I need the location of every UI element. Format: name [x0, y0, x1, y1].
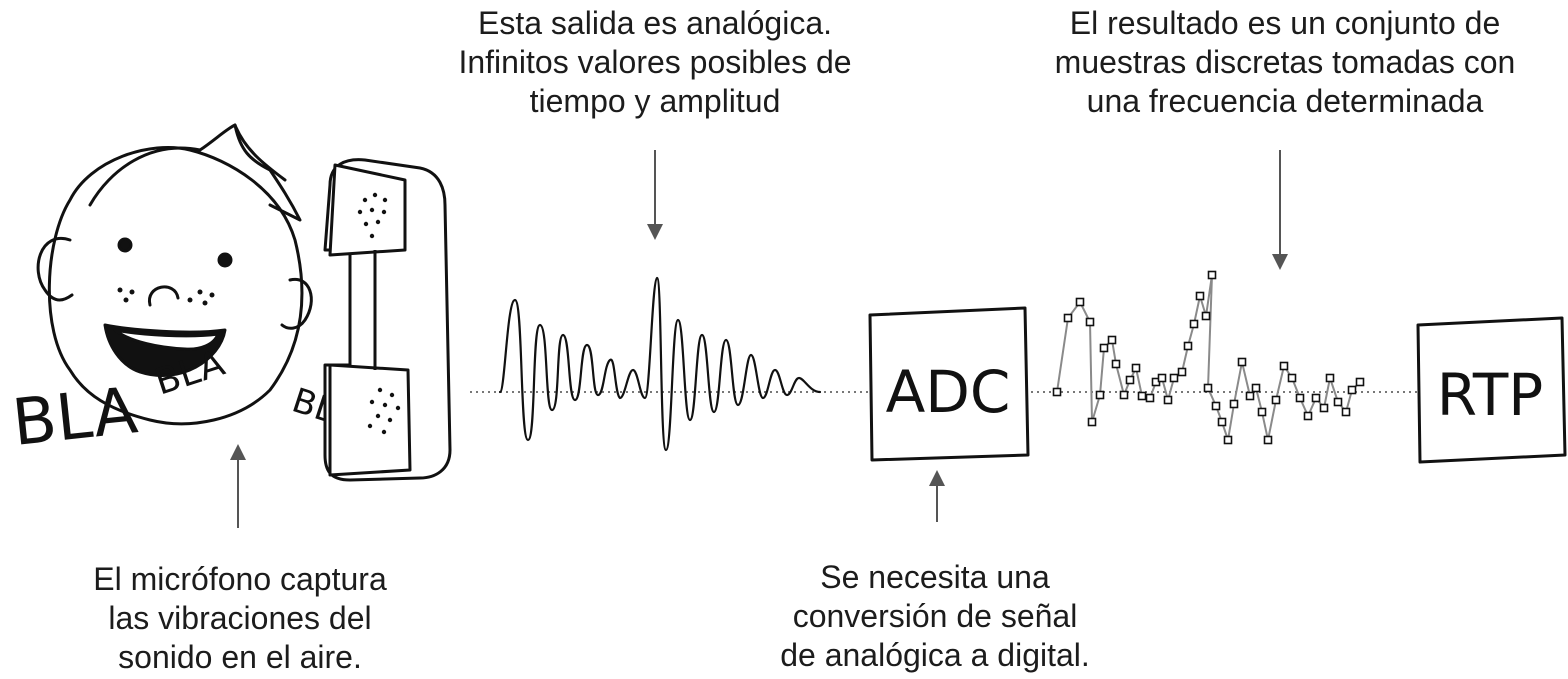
sample-point	[1295, 393, 1305, 403]
sample-point	[1131, 363, 1141, 373]
caption-line: una frecuencia determinada	[1086, 83, 1484, 119]
sample-point	[1257, 407, 1267, 417]
sample-point	[1085, 317, 1095, 327]
sample-point	[1319, 403, 1329, 413]
caption-microphone: El micrófono captura las vibraciones del…	[50, 560, 430, 677]
sample-connector-line	[1056, 274, 1361, 441]
caption-line: muestras discretas tomadas con	[1054, 44, 1516, 80]
sample-point	[1355, 377, 1365, 387]
bla-bla-doodle: BLA BLA BLA	[9, 343, 363, 461]
sample-point	[1229, 399, 1239, 409]
analog-waveform	[498, 276, 822, 452]
sample-point	[1189, 319, 1199, 329]
sample-point	[1075, 297, 1085, 307]
caption-analog-output: Esta salida es analógica. Infinitos valo…	[420, 4, 890, 121]
caption-line: las vibraciones del	[108, 600, 372, 636]
rtp-box: RTP	[1416, 316, 1567, 464]
sample-point	[1211, 401, 1221, 411]
caption-line: Infinitos valores posibles de	[458, 44, 852, 80]
sample-point	[1347, 385, 1357, 395]
sample-point	[1245, 391, 1255, 401]
sample-point	[1325, 373, 1335, 383]
sample-point	[1052, 387, 1062, 397]
caption-line: conversión de señal	[792, 598, 1078, 634]
adc-box: ADC	[868, 306, 1030, 462]
sample-point	[1333, 397, 1343, 407]
sample-point	[1137, 391, 1147, 401]
caption-line: El micrófono captura	[93, 561, 387, 597]
sample-point	[1107, 335, 1117, 345]
sample-point	[1263, 435, 1273, 445]
sample-point	[1237, 357, 1247, 367]
person-doodle	[36, 123, 313, 426]
sample-point	[1125, 375, 1135, 385]
caption-line: sonido en el aire.	[118, 639, 362, 675]
sample-point	[1183, 341, 1193, 351]
sample-point	[1201, 311, 1211, 321]
sample-point	[1099, 343, 1109, 353]
telephone-handset-icon	[323, 158, 452, 482]
sample-point	[1095, 390, 1105, 400]
caption-line: Se necesita una	[820, 559, 1050, 595]
sample-point	[1217, 417, 1227, 427]
caption-discrete-samples: El resultado es un conjunto de muestras …	[990, 4, 1568, 121]
sample-point	[1279, 361, 1289, 371]
caption-line: El resultado es un conjunto de	[1069, 5, 1501, 41]
sample-point	[1111, 359, 1121, 369]
sample-point	[1169, 373, 1179, 383]
sample-point	[1287, 373, 1297, 383]
bla-text-1: BLA	[9, 374, 141, 461]
sample-point	[1223, 435, 1233, 445]
rtp-label: RTP	[1437, 361, 1543, 429]
sample-point	[1145, 393, 1155, 403]
sample-point	[1203, 383, 1213, 393]
sample-point	[1157, 373, 1167, 383]
adc-label: ADC	[886, 358, 1011, 426]
sampled-signal	[1052, 270, 1365, 445]
sample-point	[1163, 395, 1173, 405]
caption-line: de analógica a digital.	[780, 637, 1090, 673]
sample-point	[1119, 390, 1129, 400]
sample-point	[1087, 417, 1097, 427]
sample-point	[1271, 395, 1281, 405]
sample-point	[1195, 291, 1205, 301]
sample-point	[1303, 411, 1313, 421]
caption-adc-conversion: Se necesita una conversión de señal de a…	[720, 558, 1150, 675]
sample-point	[1251, 383, 1261, 393]
sample-point	[1311, 393, 1321, 403]
caption-line: Esta salida es analógica.	[478, 5, 832, 41]
sample-point	[1341, 407, 1351, 417]
caption-line: tiempo y amplitud	[529, 83, 781, 119]
sample-point	[1063, 313, 1073, 323]
sample-point	[1207, 270, 1217, 280]
sample-point	[1177, 367, 1187, 377]
